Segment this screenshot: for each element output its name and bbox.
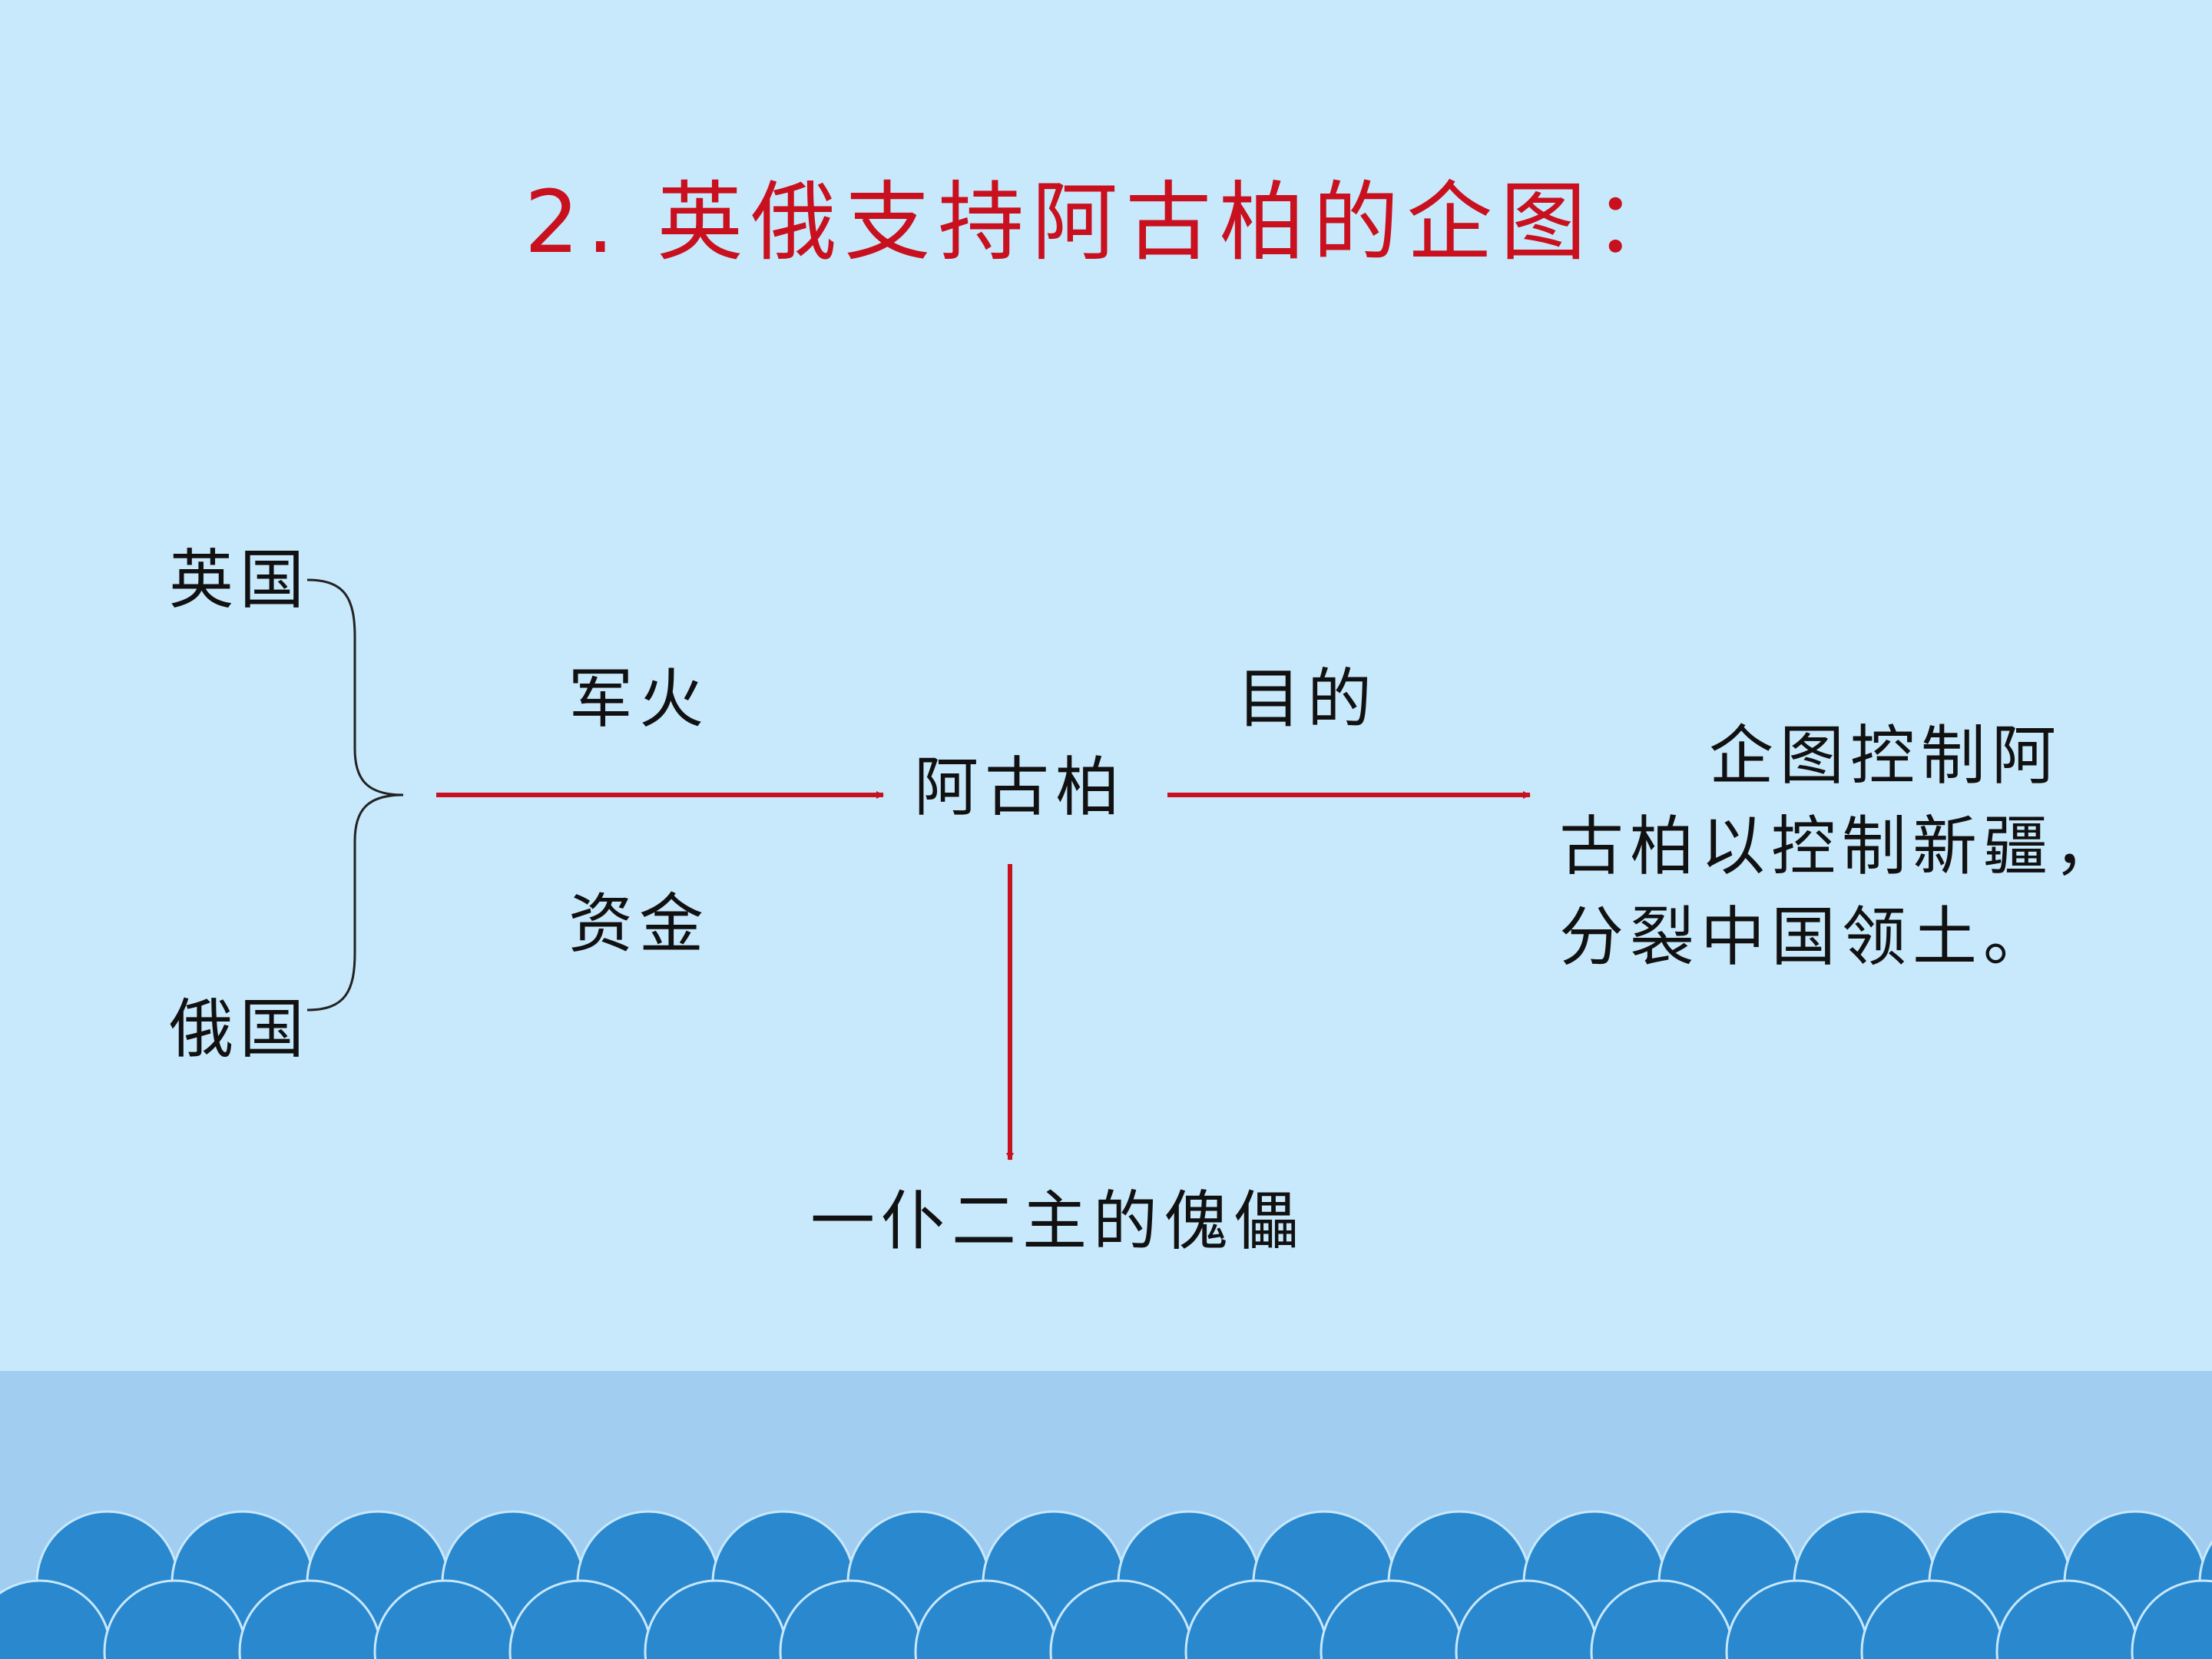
goal-line-1: 企图控制阿 bbox=[1709, 718, 2063, 793]
goal-line-2: 古柏以控制新疆， bbox=[1559, 809, 2125, 884]
slide-title: 2. 英俄支持阿古柏的企图： bbox=[524, 173, 1688, 273]
curly-brace bbox=[306, 578, 404, 1012]
node-russia: 俄国 bbox=[169, 992, 311, 1067]
scallop-wave bbox=[2131, 1579, 2212, 1659]
label-arms: 军火 bbox=[568, 661, 710, 737]
node-goal: 企图控制阿 古柏以控制新疆， 分裂中国领土。 bbox=[1559, 710, 2124, 982]
label-purpose: 目的 bbox=[1237, 661, 1379, 737]
node-yakub: 阿古柏 bbox=[914, 750, 1127, 825]
node-puppet: 一仆二主的傀儡 bbox=[810, 1184, 1306, 1259]
node-britain: 英国 bbox=[169, 542, 311, 618]
goal-line-3: 分裂中国领土。 bbox=[1559, 899, 2055, 975]
label-funds: 资金 bbox=[568, 886, 710, 962]
